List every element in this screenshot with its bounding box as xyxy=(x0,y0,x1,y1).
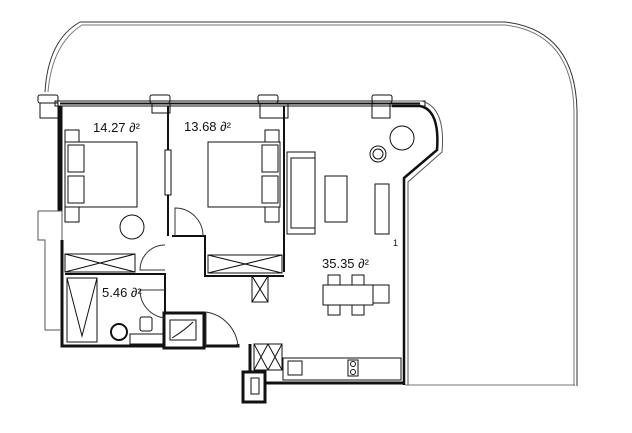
shower xyxy=(66,277,98,343)
living-room-area: 35.35 ∂² xyxy=(322,256,369,271)
bedroom-2-area: 13.68 ∂² xyxy=(184,119,231,134)
door-bedroom2 xyxy=(174,207,204,237)
door-bedroom1 xyxy=(139,244,166,271)
tv-unit xyxy=(374,183,390,235)
door-entry xyxy=(205,311,239,347)
top-wall xyxy=(37,94,426,119)
bathroom-area: 5.46 ∂² xyxy=(102,285,142,300)
terrace-outline xyxy=(44,21,578,386)
bed-1 xyxy=(64,141,138,208)
kitchen-counter xyxy=(282,357,402,381)
marker-text: 1 xyxy=(393,238,398,248)
coffee-table xyxy=(324,175,348,223)
left-wall xyxy=(57,105,63,212)
bed-2 xyxy=(207,141,281,208)
bedroom-1-area: 14.27 ∂² xyxy=(93,120,140,135)
door-bathroom xyxy=(139,289,166,319)
dining-table xyxy=(322,284,374,306)
right-wall xyxy=(392,104,439,385)
terrace-outline-inner xyxy=(47,24,575,386)
